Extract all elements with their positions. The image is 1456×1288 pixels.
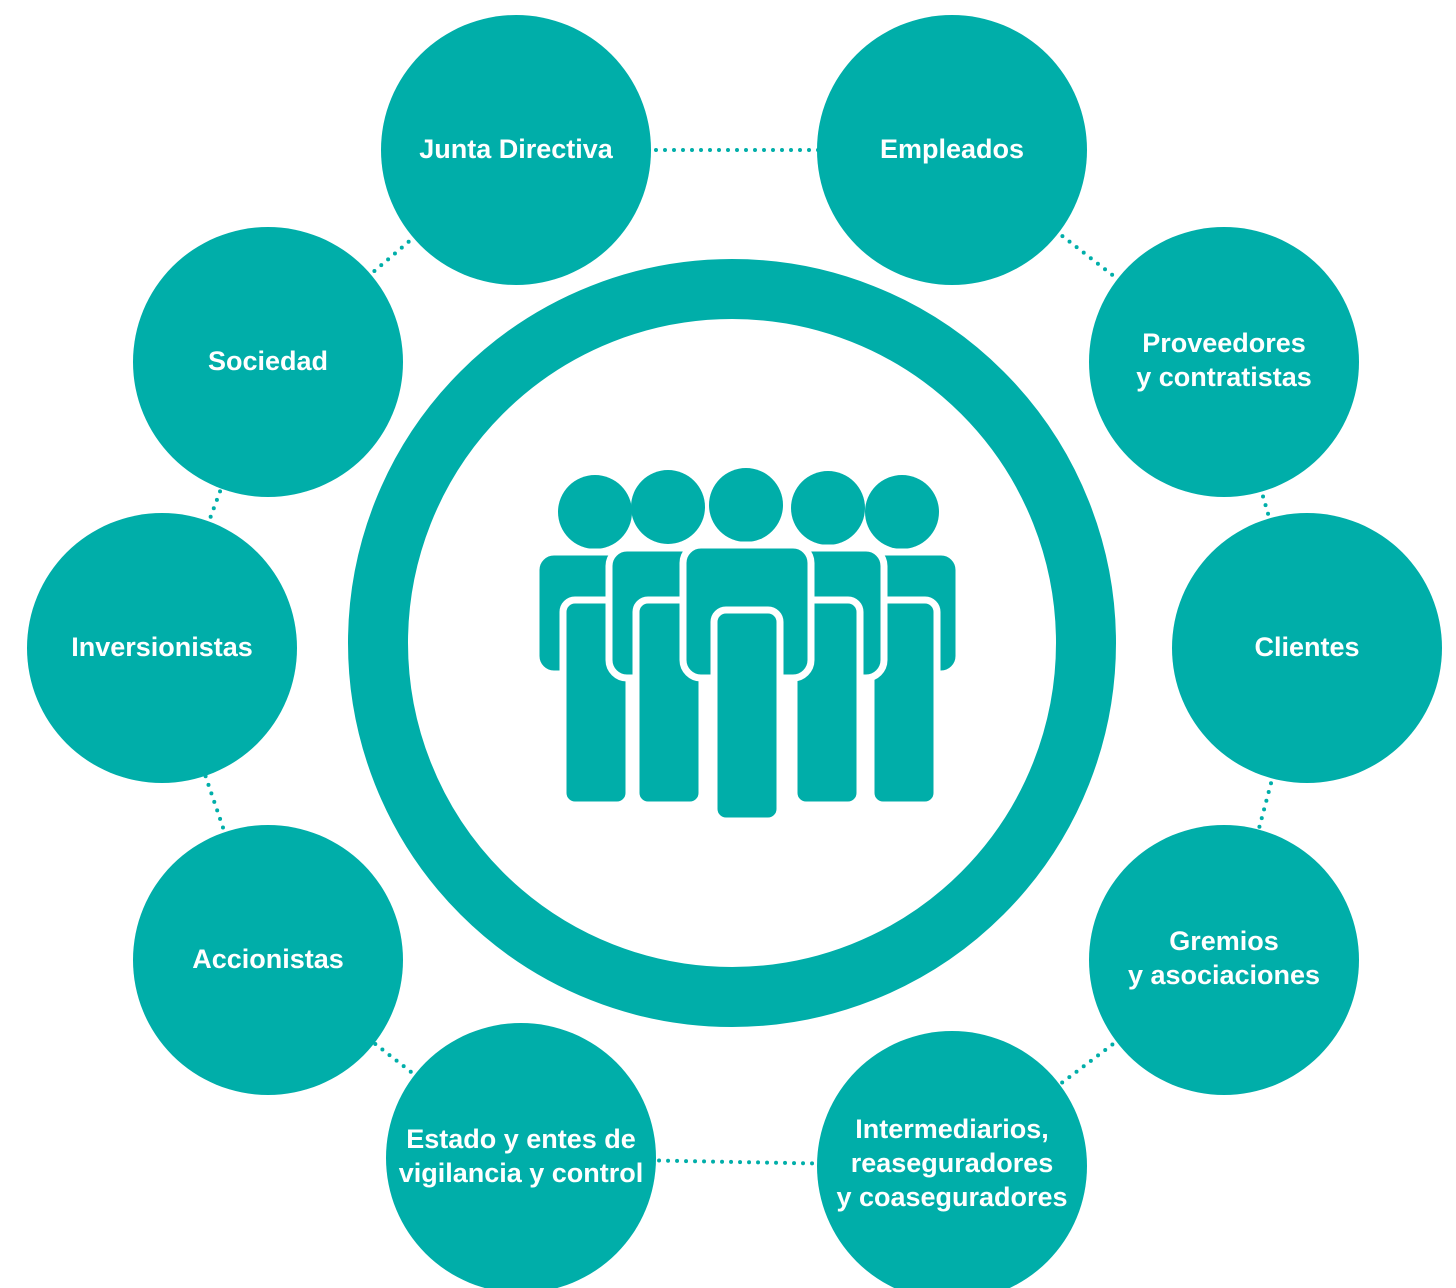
label-line: Sociedad	[208, 346, 328, 376]
label-estado: Estado y entes de vigilancia y control	[399, 1124, 644, 1188]
stakeholder-proveedores: Proveedores y contratistas	[1089, 227, 1359, 497]
label-proveedores: Proveedores y contratistas	[1136, 328, 1312, 392]
stakeholder-clientes: Clientes	[1172, 513, 1442, 783]
label-gremios: Gremios y asociaciones	[1128, 926, 1320, 990]
label-line: Clientes	[1254, 632, 1359, 662]
label-inversionistas: Inversionistas	[71, 632, 253, 662]
connector-sociedad	[365, 233, 419, 279]
stakeholder-junta-directiva: Junta Directiva	[381, 15, 651, 285]
label-line: Inversionistas	[71, 632, 253, 662]
label-line: Accionistas	[192, 944, 344, 974]
label-line: Proveedores	[1142, 328, 1306, 358]
stakeholder-accionistas: Accionistas	[133, 825, 403, 1095]
label-accionistas: Accionistas	[192, 944, 344, 974]
label-line: y contratistas	[1136, 362, 1312, 392]
stakeholder-gremios: Gremios y asociaciones	[1089, 825, 1359, 1095]
label-line: Intermediarios,	[855, 1114, 1049, 1144]
label-line: Estado y entes de	[406, 1124, 636, 1154]
stakeholder-empleados: Empleados	[817, 15, 1087, 285]
stakeholder-sociedad: Sociedad	[133, 227, 403, 497]
label-line: reaseguradores	[851, 1148, 1054, 1178]
connector-accionistas	[202, 770, 228, 838]
center-ring	[348, 259, 1116, 1027]
stakeholder-intermediarios: Intermediarios, reaseguradores y coasegura…	[817, 1031, 1087, 1288]
connector-estado	[369, 1038, 420, 1080]
connector-empleados	[1053, 228, 1123, 284]
label-line: vigilancia y control	[399, 1158, 644, 1188]
connector-gremios	[1054, 1037, 1122, 1089]
stakeholder-inversionistas: Inversionistas	[27, 513, 297, 783]
group-of-people-icon	[532, 468, 963, 825]
label-line: Empleados	[880, 134, 1024, 164]
connector-intermediarios	[649, 1158, 824, 1166]
label-line: Junta Directiva	[419, 134, 614, 164]
label-junta-directiva: Junta Directiva	[419, 134, 614, 164]
label-line: Gremios	[1169, 926, 1279, 956]
stakeholder-estado: Estado y entes de vigilancia y control	[386, 1023, 656, 1288]
connector-inversionistas	[205, 482, 225, 528]
label-line: y asociaciones	[1128, 960, 1320, 990]
connector-proveedores	[1258, 485, 1273, 525]
label-line: y coaseguradores	[836, 1182, 1067, 1212]
label-clientes: Clientes	[1254, 632, 1359, 662]
dotted-connectors	[202, 148, 1276, 1166]
connector-clientes	[1255, 772, 1276, 836]
label-empleados: Empleados	[880, 134, 1024, 164]
label-intermediarios: Intermediarios, reaseguradores y coasegura…	[836, 1114, 1067, 1212]
label-sociedad: Sociedad	[208, 346, 328, 376]
